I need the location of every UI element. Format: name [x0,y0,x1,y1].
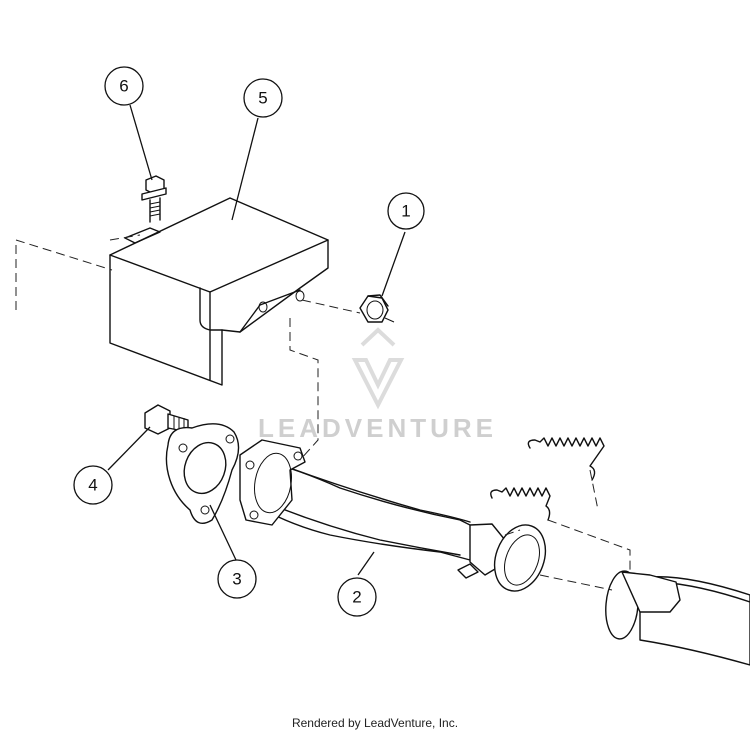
footer-credit: Rendered by LeadVenture, Inc. [291,716,459,730]
exhaust-gasket [165,423,240,524]
hex-nut [359,294,395,323]
callout-3: 3 [209,504,257,599]
callout-2: 2 [337,551,377,617]
callout-4: 4 [73,426,151,505]
callout-4-label: 4 [88,476,97,495]
alignment-lines [15,234,631,591]
muffler-pipe [605,570,750,666]
callout-1: 1 [381,192,425,297]
exhaust-pipe [239,439,547,592]
callout-6: 6 [104,66,153,181]
callout-5: 5 [231,78,283,221]
exhaust-springs [490,437,605,521]
callout-6-label: 6 [119,77,128,96]
leadventure-logo-icon [351,327,405,410]
callout-2-label: 2 [352,588,361,607]
watermark: LEADVENTURE [258,327,497,443]
callout-1-label: 1 [401,202,410,221]
hex-bolt [144,404,189,435]
watermark-text: LEADVENTURE [258,413,497,443]
callout-5-label: 5 [258,89,267,108]
flange-screw [141,175,167,223]
heat-shield [109,197,329,386]
callout-3-label: 3 [232,570,241,589]
